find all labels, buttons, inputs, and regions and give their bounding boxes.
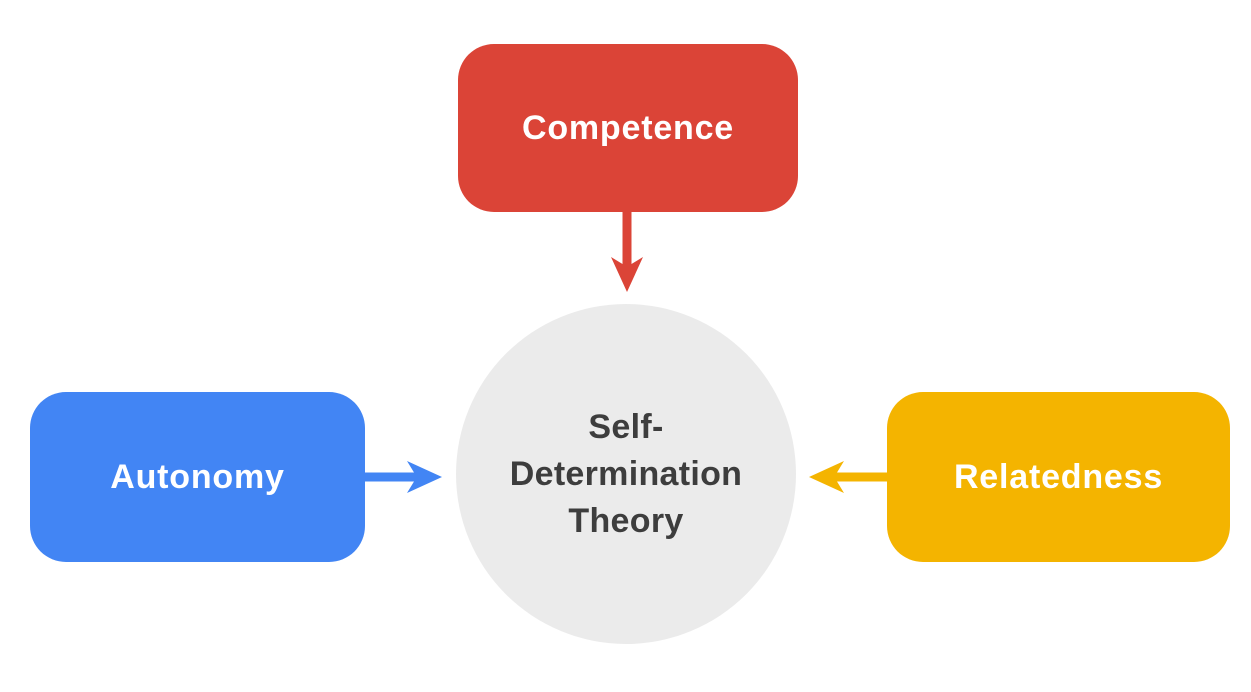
center-label-line-3: Theory [568, 501, 684, 540]
node-center-sdt-circle: Self- Determination Theory [456, 304, 796, 644]
node-competence: Competence [458, 44, 798, 212]
arrow-right-autonomy-to-center-icon [362, 461, 442, 493]
arrow-left-relatedness-to-center-icon [809, 461, 889, 493]
node-competence-label: Competence [521, 108, 735, 147]
node-autonomy: Autonomy [30, 392, 365, 562]
arrow-down-competence-to-center-icon [611, 212, 643, 292]
node-relatedness-label: Relatedness [953, 457, 1164, 496]
node-autonomy-label: Autonomy [110, 457, 285, 496]
center-label-line-2: Determination [509, 454, 743, 493]
center-circle-label: Self- Determination Theory [510, 404, 743, 545]
center-label-line-1: Self- [588, 407, 664, 446]
node-relatedness: Relatedness [887, 392, 1230, 562]
